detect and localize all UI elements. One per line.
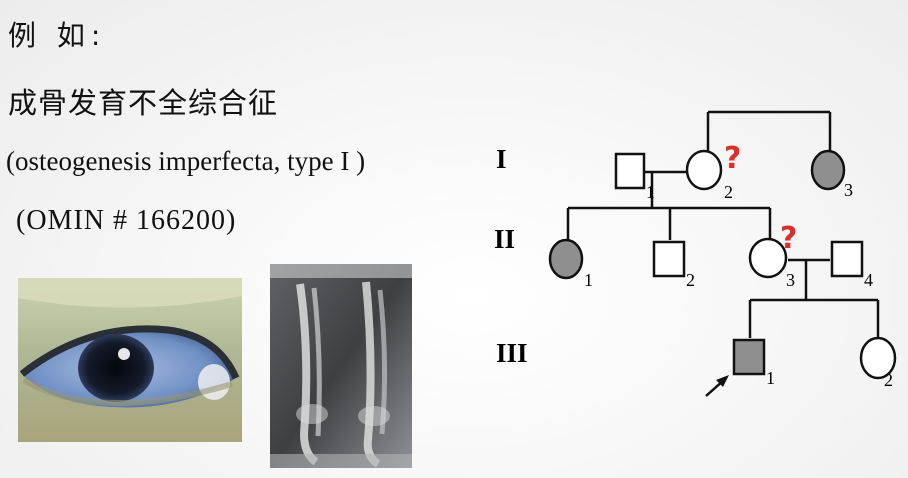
individual-ii3-female-unaffected-symbol xyxy=(748,237,788,279)
individual-i3-number: 3 xyxy=(844,180,853,200)
individual-ii4-number: 4 xyxy=(864,270,873,290)
individual-iii2-number: 2 xyxy=(884,370,893,390)
individual-ii2-male-unaffected-symbol xyxy=(652,240,686,278)
example-heading: 例 如: xyxy=(8,19,107,52)
blue-sclera-eye-photo xyxy=(18,278,242,442)
disease-title: 成骨发育不全综合征 xyxy=(8,86,279,120)
question-mark-ii3: ? xyxy=(780,221,797,256)
individual-i1-male-unaffected-symbol xyxy=(614,152,646,190)
individual-ii4-male-unaffected-symbol xyxy=(830,240,864,278)
individual-ii2-number: 2 xyxy=(686,270,695,290)
proband-arrow-icon xyxy=(705,375,729,397)
individual-i3-female-affected-symbol xyxy=(810,149,846,191)
individual-iii1-male-affected-symbol xyxy=(732,338,766,376)
individual-ii1-number: 1 xyxy=(584,270,593,290)
individual-i2-female-unaffected-symbol xyxy=(685,149,723,191)
disease-english-name: (osteogenesis imperfecta, type I ) xyxy=(6,146,366,176)
generation-label-ii: II xyxy=(494,224,515,254)
individual-iii1-number: 1 xyxy=(766,368,775,388)
individual-ii1-female-affected-symbol xyxy=(548,238,584,280)
omim-number: (OMIN # 166200) xyxy=(16,205,237,236)
individual-i2-number: 2 xyxy=(724,182,733,202)
individual-i1-number: 1 xyxy=(646,182,655,202)
individual-iii2-female-unaffected-symbol xyxy=(859,336,897,380)
pedigree-lines xyxy=(566,110,880,338)
question-mark-i2: ? xyxy=(724,141,741,176)
pedigree-chart: I II III 1 2 ? 3 1 2 3 ? 4 1 2 xyxy=(494,110,897,397)
bone-xray-photo xyxy=(270,264,412,468)
individual-ii3-number: 3 xyxy=(786,270,795,290)
generation-label-i: I xyxy=(496,144,507,174)
generation-label-iii: III xyxy=(496,338,528,368)
